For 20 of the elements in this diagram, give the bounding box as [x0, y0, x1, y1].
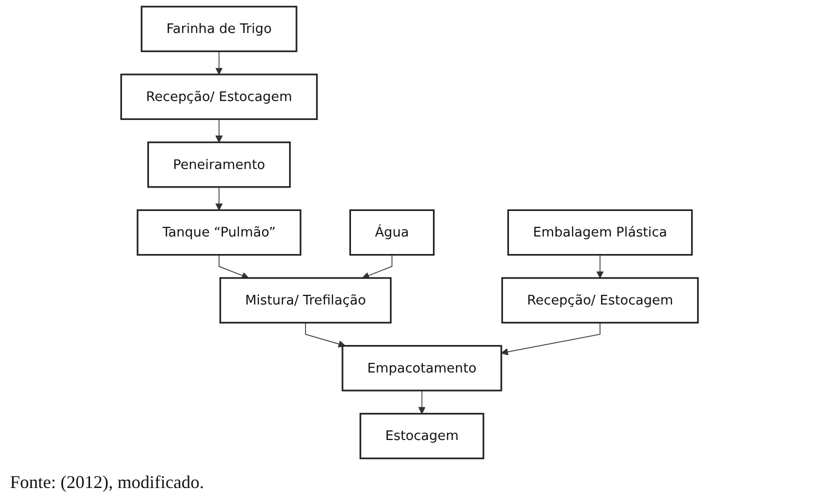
node-box: Água — [349, 209, 435, 256]
arrow — [362, 254, 392, 279]
source-caption: Fonte: (2012), modificado. — [10, 472, 204, 493]
node-box: Estocagem — [360, 412, 484, 460]
node-box: Recepção/ Estocagem — [120, 74, 318, 120]
arrow — [418, 390, 426, 414]
arrow — [500, 322, 600, 356]
arrow — [218, 254, 249, 279]
arrow — [215, 118, 223, 143]
node-box: Mistura/ Trefilação — [219, 277, 392, 324]
arrow — [596, 254, 604, 278]
node-box: Embalagem Plástica — [507, 209, 693, 256]
node-box: Recepção/ Estocagem — [501, 277, 699, 324]
arrow — [215, 186, 223, 210]
arrow — [305, 322, 346, 348]
node-box: Farinha de Trigo — [140, 6, 298, 52]
node-box: Tanque “Pulmão” — [136, 209, 302, 256]
node-box: Empacotamento — [342, 345, 502, 392]
node-box: Peneiramento — [147, 141, 291, 188]
arrow — [215, 50, 223, 75]
